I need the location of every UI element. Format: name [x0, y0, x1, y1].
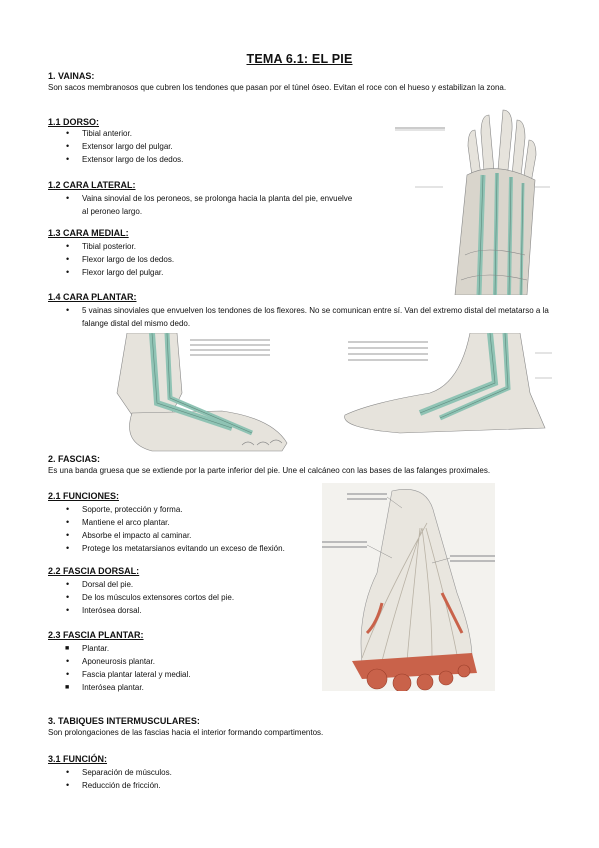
- section-1-1-list: Tibial anterior. Extensor largo del pulg…: [60, 127, 183, 166]
- section-1-3-heading: 1.3 CARA MEDIAL:: [48, 228, 129, 238]
- list-item: Aponeurosis plantar.: [60, 655, 191, 668]
- section-1-4-list: 5 vainas sinoviales que envuelven los te…: [60, 304, 560, 330]
- list-item: Plantar.: [60, 642, 191, 655]
- list-item: Separación de músculos.: [60, 766, 172, 779]
- list-item: Extensor largo de los dedos.: [60, 153, 183, 166]
- section-3-text: Son prolongaciones de las fascias hacia …: [48, 728, 324, 737]
- section-1-heading: 1. VAINAS:: [48, 71, 95, 81]
- section-3-1-list: Separación de músculos. Reducción de fri…: [60, 766, 172, 792]
- list-item: Tibial anterior.: [60, 127, 183, 140]
- lateral-ankle-illustration: [112, 333, 292, 455]
- section-2-2-heading: 2.2 FASCIA DORSAL:: [48, 566, 140, 576]
- section-1-2-heading: 1.2 CARA LATERAL:: [48, 180, 136, 190]
- list-item: Reducción de fricción.: [60, 779, 172, 792]
- list-item: Soporte, protección y forma.: [60, 503, 285, 516]
- section-1-2-list: Vaina sinovial de los peroneos, se prolo…: [60, 192, 360, 218]
- list-item: Absorbe el impacto al caminar.: [60, 529, 285, 542]
- list-item: Mantiene el arco plantar.: [60, 516, 285, 529]
- section-2-heading: 2. FASCIAS:: [48, 454, 101, 464]
- dorsal-foot-illustration: [395, 105, 555, 295]
- section-3-1-heading: 3.1 FUNCIÓN:: [48, 754, 108, 764]
- list-item: Interósea plantar.: [60, 681, 191, 694]
- section-1-4-heading: 1.4 CARA PLANTAR:: [48, 292, 137, 302]
- list-item: Interósea dorsal.: [60, 604, 234, 617]
- section-2-text: Es una banda gruesa que se extiende por …: [48, 466, 491, 475]
- list-item: Flexor largo de los dedos.: [60, 253, 174, 266]
- list-item: Extensor largo del pulgar.: [60, 140, 183, 153]
- section-2-2-list: Dorsal del pie. De los músculos extensor…: [60, 578, 234, 617]
- section-2-3-heading: 2.3 FASCIA PLANTAR:: [48, 630, 144, 640]
- list-item: Vaina sinovial de los peroneos, se prolo…: [60, 192, 360, 218]
- list-item: 5 vainas sinoviales que envuelven los te…: [60, 304, 560, 330]
- plantar-fascia-illustration: [322, 483, 495, 691]
- list-item: Protege los metatarsianos evitando un ex…: [60, 542, 285, 555]
- section-1-3-list: Tibial posterior. Flexor largo de los de…: [60, 240, 174, 279]
- medial-ankle-illustration: [340, 333, 555, 436]
- page-title: TEMA 6.1: EL PIE: [246, 52, 353, 66]
- section-1-1-heading: 1.1 DORSO:: [48, 117, 100, 127]
- list-item: Fascia plantar lateral y medial.: [60, 668, 191, 681]
- section-1-text: Son sacos membranosos que cubren los ten…: [48, 83, 507, 92]
- section-2-3-list: Plantar. Aponeurosis plantar. Fascia pla…: [60, 642, 191, 694]
- list-item: Flexor largo del pulgar.: [60, 266, 174, 279]
- section-3-heading: 3. TABIQUES INTERMUSCULARES:: [48, 716, 200, 726]
- section-2-1-heading: 2.1 FUNCIONES:: [48, 491, 120, 501]
- section-2-1-list: Soporte, protección y forma. Mantiene el…: [60, 503, 285, 555]
- list-item: Tibial posterior.: [60, 240, 174, 253]
- list-item: De los músculos extensores cortos del pi…: [60, 591, 234, 604]
- list-item: Dorsal del pie.: [60, 578, 234, 591]
